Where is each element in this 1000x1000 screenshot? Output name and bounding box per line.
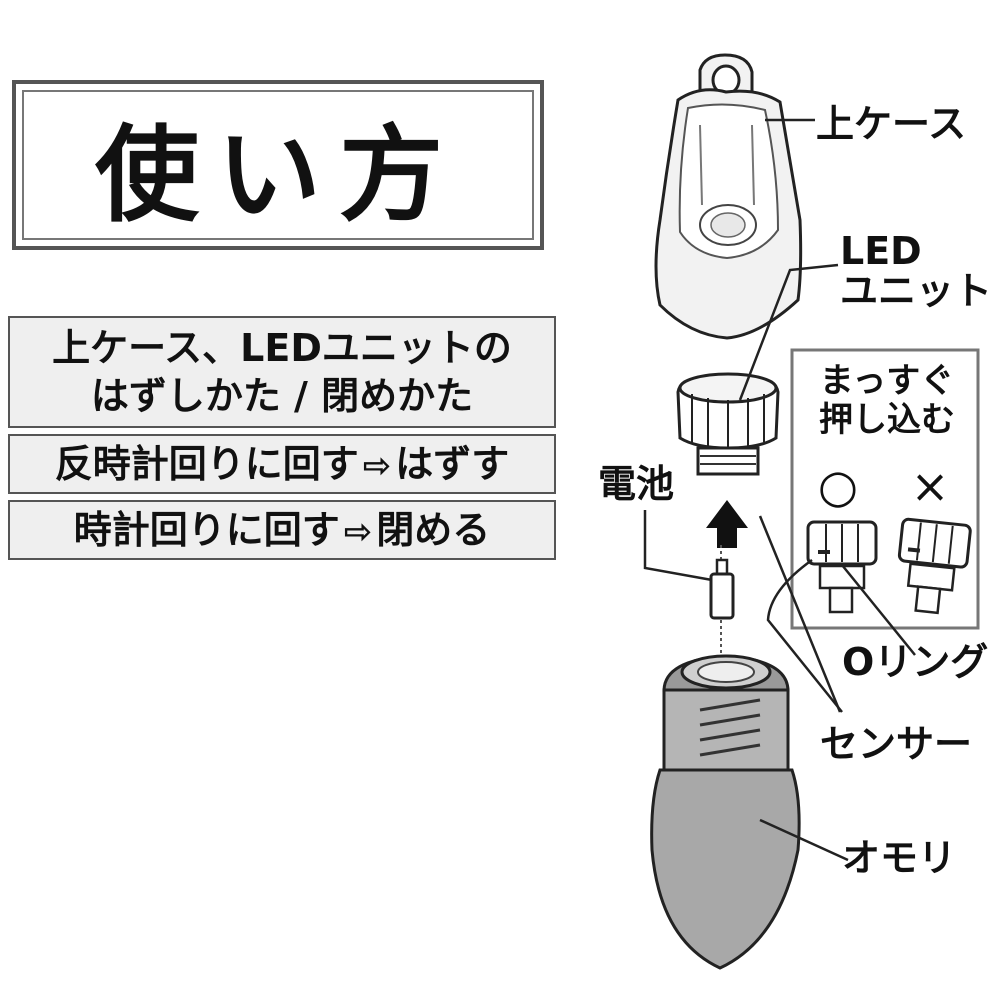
label-led-unit: LED ユニット [840, 232, 992, 312]
led-unit-illustration [678, 374, 778, 474]
wrong-mark-icon: × [900, 460, 960, 513]
label-upper-case: 上ケース [816, 104, 966, 146]
label-battery: 電池 [598, 464, 674, 506]
label-led-line-1: LED [840, 232, 992, 272]
label-weight: オモリ [842, 838, 956, 880]
inset-line-1: まっすぐ [798, 362, 976, 401]
label-led-line-2: ユニット [840, 272, 992, 312]
arrow-up-icon [706, 500, 748, 548]
label-sensor: センサー [820, 724, 972, 766]
battery-illustration [711, 545, 733, 660]
inset-line-2: 押し込む [798, 401, 976, 440]
correct-mark-icon: ○ [808, 460, 868, 513]
inset-instruction: まっすぐ 押し込む [798, 362, 976, 440]
weight-illustration [652, 656, 799, 968]
label-o-ring: Oリング [842, 642, 988, 684]
